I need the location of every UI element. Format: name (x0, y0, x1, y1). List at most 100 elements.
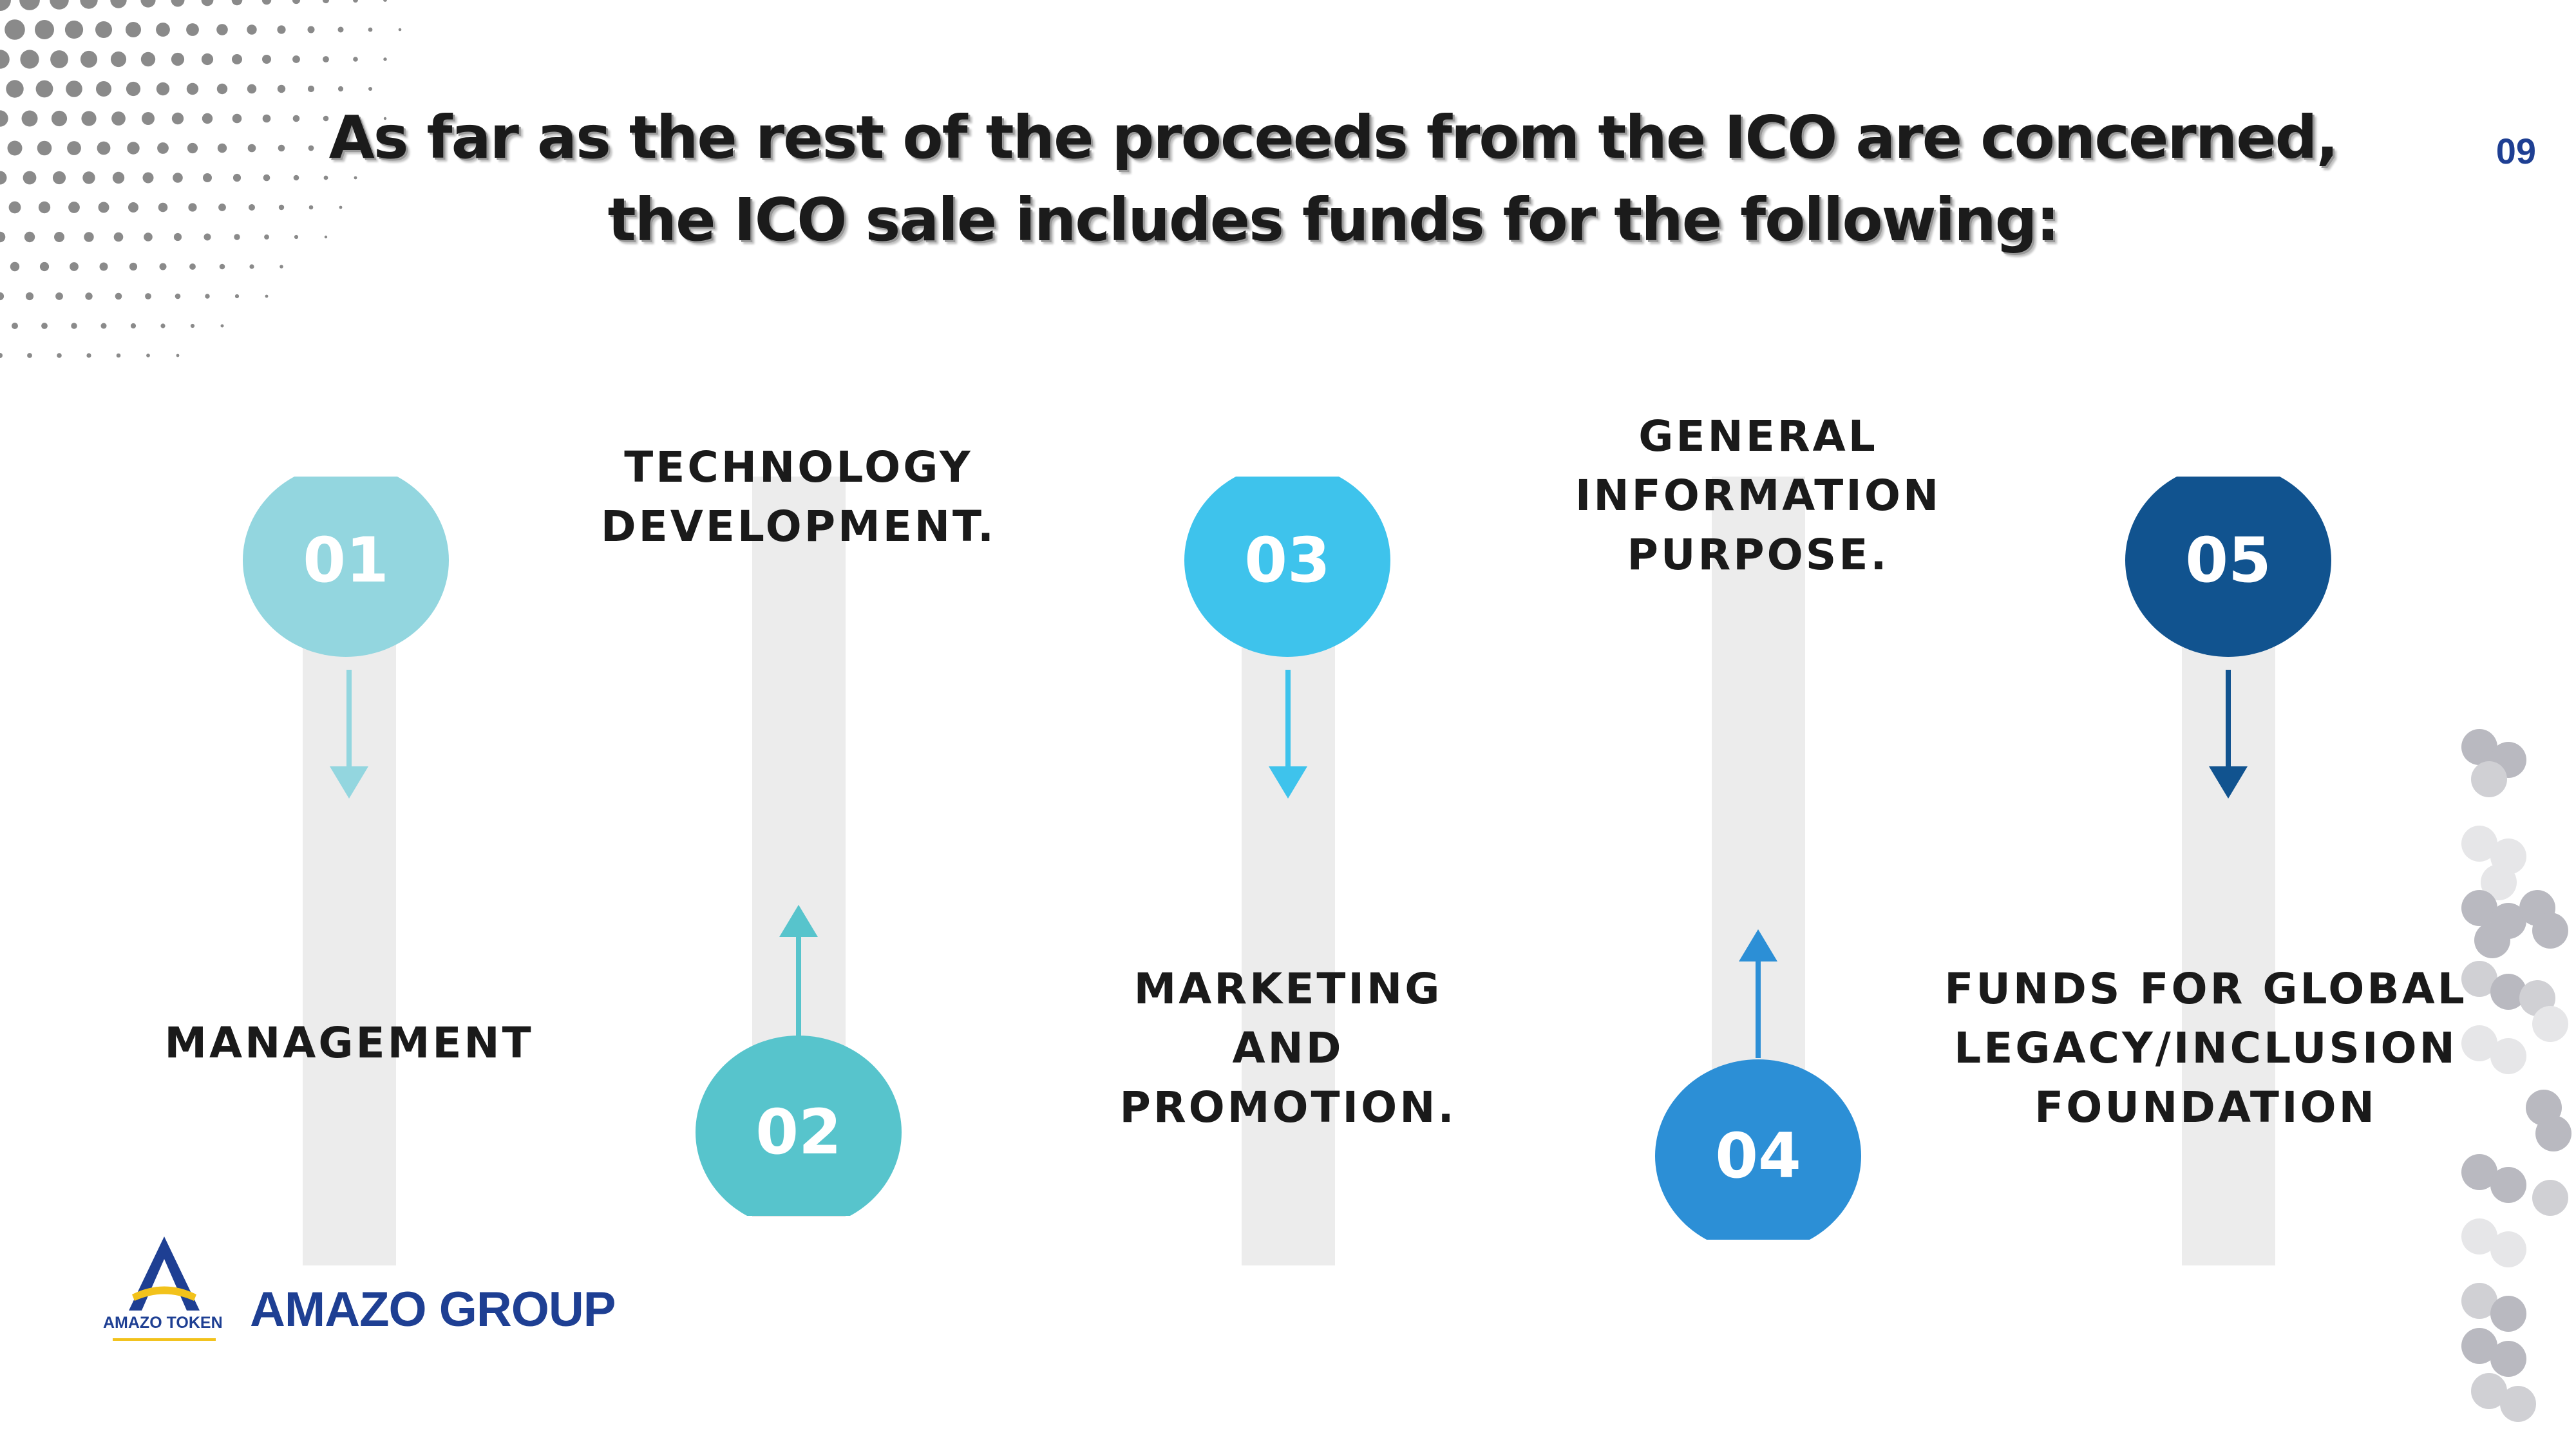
halftone-dot (99, 262, 108, 271)
amazo-group-text: AMAZO GROUP (250, 1282, 616, 1337)
halftone-dot (51, 110, 68, 127)
halftone-dot (0, 110, 8, 127)
halftone-dot (0, 171, 7, 185)
step-5-circle: 05 (2125, 477, 2331, 657)
hexagon-dot (2461, 1283, 2497, 1319)
halftone-dot (54, 232, 64, 242)
halftone-dot (37, 140, 52, 156)
halftone-dot (189, 263, 196, 270)
halftone-dot (23, 171, 37, 185)
step-3-label-line-3: PROMOTION. (1119, 1083, 1457, 1132)
halftone-dot (39, 261, 50, 272)
halftone-dot (0, 292, 5, 301)
halftone-dot (279, 265, 283, 269)
halftone-dot (100, 323, 107, 329)
hexagon-dot (2490, 1038, 2526, 1074)
hexagon-dot (2532, 1180, 2568, 1216)
halftone-dot (308, 205, 314, 210)
halftone-dot (10, 261, 20, 272)
step-5-label-line-1: FUNDS FOR GLOBAL (1944, 964, 2467, 1014)
halftone-dot (129, 262, 138, 271)
step-4-label-line-3: PURPOSE. (1627, 530, 1889, 580)
hexagon-dot (2532, 1006, 2568, 1042)
halftone-dot (66, 80, 82, 97)
halftone-dot (35, 20, 54, 39)
halftone-dot (353, 57, 358, 62)
step-3-label-line-1: MARKETING (1133, 964, 1443, 1014)
step-1-circle: 01 (243, 477, 449, 657)
halftone-dot (249, 264, 254, 269)
halftone-dot (292, 115, 300, 122)
halftone-dot (0, 231, 6, 243)
halftone-dot (0, 353, 3, 358)
halftone-dot (110, 51, 127, 68)
step-5-label-line-2: LEGACY/INCLUSION (1954, 1023, 2458, 1073)
halftone-dot (383, 0, 387, 2)
halftone-dot (171, 0, 185, 7)
halftone-dot (25, 292, 34, 301)
step-3-label-line-2: AND (1232, 1023, 1344, 1073)
halftone-dot (247, 24, 257, 35)
halftone-dot (353, 0, 358, 3)
halftone-dot (160, 323, 166, 328)
halftone-dot (68, 202, 80, 213)
halftone-dot (175, 293, 181, 299)
amazo-a-logo-icon (129, 1236, 200, 1311)
halftone-dot (247, 84, 257, 94)
page-title: As far as the rest of the proceeds from … (270, 97, 2396, 261)
halftone-dot (6, 80, 24, 98)
step-5-label-line-3: FOUNDATION (2034, 1083, 2377, 1132)
halftone-dot (84, 232, 94, 242)
hexagon-dot (2461, 1328, 2497, 1364)
step-4-label-line-1: GENERAL (1638, 412, 1878, 461)
halftone-dot (322, 0, 330, 4)
hexagon-dot (2461, 890, 2497, 926)
halftone-dot (70, 262, 79, 271)
halftone-dot (140, 0, 156, 8)
halftone-dot (145, 293, 151, 299)
halftone-dot (173, 173, 183, 183)
halftone-dot (294, 234, 299, 240)
halftone-dot (156, 82, 170, 96)
step-1-label-line: MANAGEMENT (164, 1018, 534, 1068)
halftone-dot (354, 176, 357, 180)
halftone-dot (71, 323, 77, 329)
halftone-dot (112, 171, 125, 184)
halftone-dot (249, 204, 255, 211)
halftone-dot (308, 145, 314, 151)
step-2-circle: 02 (696, 1036, 902, 1216)
halftone-dot (323, 175, 328, 180)
step-4-number: 04 (1715, 1120, 1801, 1192)
halftone-dot (67, 141, 81, 155)
halftone-dot (158, 202, 168, 213)
halftone-dot (186, 23, 199, 36)
halftone-dot (292, 55, 300, 63)
halftone-dot (27, 353, 32, 358)
halftone-dot (127, 142, 140, 155)
halftone-dot (146, 354, 150, 357)
step-5-number: 05 (2185, 524, 2271, 596)
halftone-dot (81, 111, 97, 126)
halftone-dot (219, 263, 225, 270)
step-5-label: FUNDS FOR GLOBAL LEGACY/INCLUSION FOUNDA… (1932, 960, 2479, 1137)
halftone-dot (232, 173, 242, 182)
halftone-dot (265, 294, 269, 298)
halftone-dot (277, 25, 286, 34)
halftone-dot (337, 86, 344, 92)
halftone-dot (55, 292, 63, 300)
halftone-dot (35, 80, 53, 98)
halftone-dot (277, 84, 286, 93)
halftone-dot (130, 323, 137, 329)
halftone-dot (261, 0, 272, 5)
hexagon-dot (2490, 1341, 2526, 1377)
halftone-dot (216, 24, 228, 35)
halftone-dot (293, 175, 299, 181)
title-line-2: the ICO sale includes funds for the foll… (607, 185, 2060, 254)
halftone-dot (368, 146, 372, 150)
halftone-dot (187, 142, 198, 154)
halftone-dot (98, 202, 109, 213)
halftone-dot (38, 201, 51, 214)
halftone-dot (128, 202, 138, 213)
halftone-dot (82, 171, 95, 184)
step-5-arrow-down-icon (2209, 670, 2248, 799)
